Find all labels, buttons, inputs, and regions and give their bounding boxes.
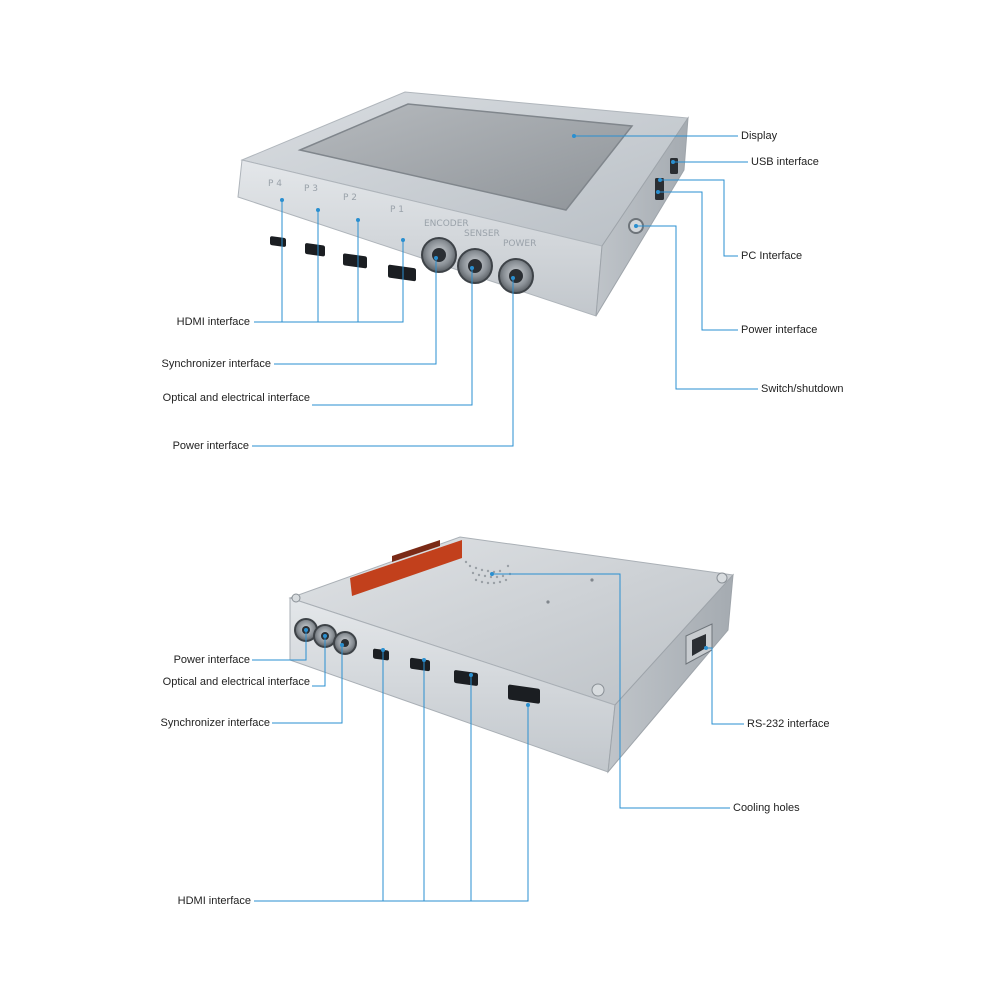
port-label-p1: P 1 [390, 205, 404, 215]
bottom-housing-side [607, 573, 734, 774]
label-cooling-holes: Cooling holes [733, 802, 800, 814]
port-label-p2: P 2 [343, 193, 357, 203]
hdmi-port-p1 [388, 264, 416, 282]
top-leader-dots [280, 134, 675, 280]
screw [591, 683, 605, 697]
label-synchronizer-interface-top: Synchronizer interface [161, 358, 271, 370]
port-label-power: POWER [503, 239, 536, 249]
bottom-leader-lines [252, 573, 744, 902]
label-rs232-interface: RS-232 interface [747, 718, 830, 730]
screw [716, 572, 728, 584]
port-label-p3: P 3 [304, 184, 318, 194]
port-label-p4: P 4 [268, 179, 282, 189]
port-label-senser: SENSER [464, 229, 500, 239]
label-display: Display [741, 130, 778, 142]
display-screen [297, 103, 634, 211]
label-power-interface-left: Power interface [172, 440, 249, 452]
warning-label [350, 540, 462, 596]
label-hdmi-interface-top: HDMI interface [176, 316, 250, 328]
label-optical-electrical-top: Optical and electrical interface [162, 392, 310, 404]
label-usb-interface: USB interface [751, 156, 819, 168]
hdmi-port-p4 [270, 236, 286, 247]
hdmi-port-p3 [305, 243, 325, 257]
label-switch-shutdown: Switch/shutdown [761, 383, 844, 395]
hdmi-port-p2 [343, 253, 367, 269]
label-power-interface-right: Power interface [741, 324, 818, 336]
top-housing-side [595, 116, 689, 317]
pc-port [655, 178, 664, 200]
label-optical-electrical-bottom: Optical and electrical interface [162, 676, 310, 688]
bottom-leader-dots [304, 572, 708, 707]
label-pc-interface: PC Interface [741, 250, 803, 262]
label-hdmi-interface-bottom: HDMI interface [177, 895, 251, 907]
cooling-holes [464, 560, 512, 585]
screw [291, 593, 301, 603]
port-label-encoder: ENCODER [424, 219, 469, 229]
label-power-interface-bottom: Power interface [173, 654, 250, 666]
top-leader-lines [252, 135, 758, 447]
label-synchronizer-interface-bottom: Synchronizer interface [160, 717, 270, 729]
